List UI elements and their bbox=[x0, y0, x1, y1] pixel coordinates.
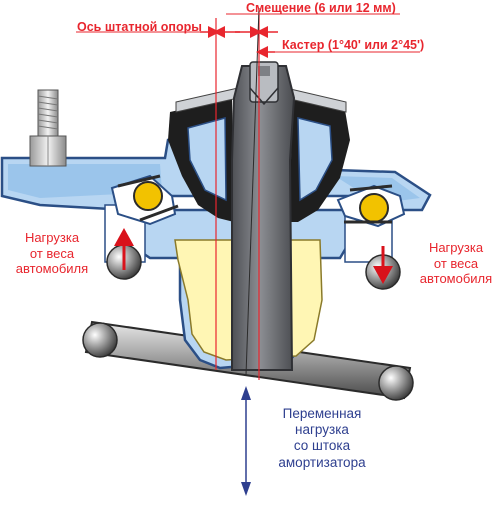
bearing-right bbox=[336, 184, 406, 228]
shock-rod bbox=[231, 61, 296, 371]
load-label-left: Нагрузка от веса автомобиля bbox=[15, 230, 89, 277]
load-label-right: Нагрузка от веса автомобиля bbox=[419, 240, 493, 287]
axis-lines bbox=[215, 7, 260, 380]
caster-label: Кастер (1°40' или 2°45') bbox=[282, 38, 425, 52]
bearing-left bbox=[110, 174, 179, 226]
dimension-markers bbox=[76, 13, 420, 58]
load-arrows bbox=[106, 228, 401, 290]
variable-load-label: Переменная нагрузка со штока амортизатор… bbox=[278, 406, 366, 470]
variable-load-arrow bbox=[241, 386, 251, 496]
axis-label: Ось штатной опоры bbox=[77, 20, 202, 34]
stud-bolt bbox=[29, 89, 67, 167]
offset-label: Смещение (6 или 12 мм) bbox=[246, 1, 396, 15]
